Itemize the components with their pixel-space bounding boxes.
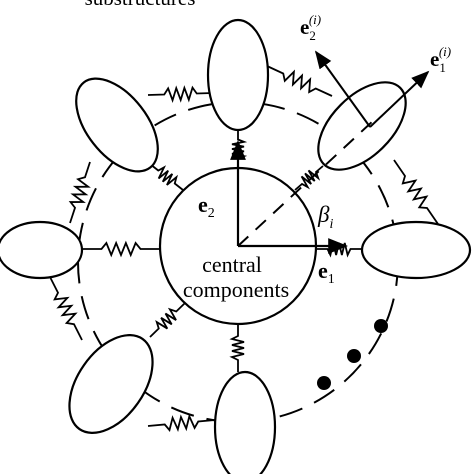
beta-label: βi [317,202,333,232]
spring-upper-left-left [68,161,91,224]
spring-top-upper-left [147,85,214,104]
ei2-local-arrow [314,50,371,128]
continuation-dot-1 [374,319,388,333]
spring-center-left [82,240,160,258]
e2-label: e2 [198,192,215,221]
spring-left-lower-left [49,276,83,341]
substructure-right [360,220,472,280]
continuation-dot-3 [317,376,331,390]
spring-lower-left-bottom [147,413,216,433]
substructure-upper-right [317,81,407,171]
spring-center-upper-left [149,163,184,191]
spring-top-upper-right [266,65,333,97]
substructure-top [206,18,270,132]
substructure-left [0,220,84,280]
ei1-label: e1(i) [430,44,451,75]
substructures-caption: substructures [85,0,196,10]
spring-center-upper-right [294,165,324,191]
substructure-group [0,18,472,474]
ei2-label: e2(i) [300,12,321,43]
spring-center-bottom [229,324,245,372]
beta-radial-line [237,119,375,247]
ei1-local-arrow [369,70,430,128]
spring-center-right [316,242,362,258]
central-label-line1: central [202,252,262,277]
spring-group [49,65,439,433]
substructure-bottom [213,370,277,474]
substructure-lower-left [68,334,154,434]
substructure-upper-left [75,77,159,173]
central-label-line2: components [183,277,289,302]
continuation-dot-2 [347,349,361,363]
spring-center-lower-left [149,302,186,338]
e1-label: e1 [318,258,335,287]
spring-upper-right-right [393,159,439,225]
